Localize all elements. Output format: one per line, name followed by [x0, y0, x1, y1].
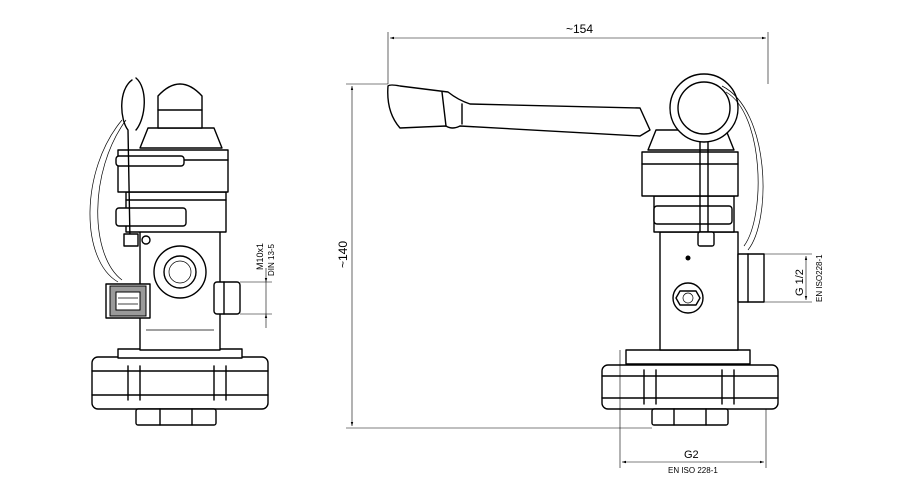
front-outlet — [737, 253, 765, 303]
overall-width-label: ~154 — [566, 22, 593, 36]
front-small-nut — [672, 282, 704, 314]
side-hex-bottom — [135, 408, 217, 426]
base-standard-label: EN ISO 228-1 — [668, 466, 718, 475]
front-cap — [641, 151, 739, 197]
m10-thread-label: M10x1 — [255, 243, 265, 270]
base-thread-label: G2 — [684, 449, 699, 461]
front-cable — [721, 85, 764, 251]
din-standard-label: DIN 13-5 — [267, 243, 276, 276]
side-base-nut — [91, 356, 269, 410]
outlet-thread-label: G 1/2 — [794, 269, 806, 296]
front-base-nut — [601, 364, 779, 410]
outlet-standard-label: EN ISO228-1 — [815, 254, 824, 302]
side-top-knob — [157, 83, 203, 129]
side-cable — [89, 119, 123, 283]
overall-height-label: ~140 — [336, 241, 350, 268]
front-hex-bottom — [651, 408, 729, 426]
front-flange — [625, 349, 751, 365]
side-m10-port — [213, 281, 241, 315]
lever-handle — [387, 84, 651, 137]
dimension-lines: ~154 ~140 G 1/2 EN ISO228-1 G2 EN ISO 22… — [336, 22, 824, 475]
side-pin — [121, 79, 133, 241]
front-view — [387, 73, 779, 426]
side-view: M10x1 DIN 13-5 — [89, 77, 276, 426]
